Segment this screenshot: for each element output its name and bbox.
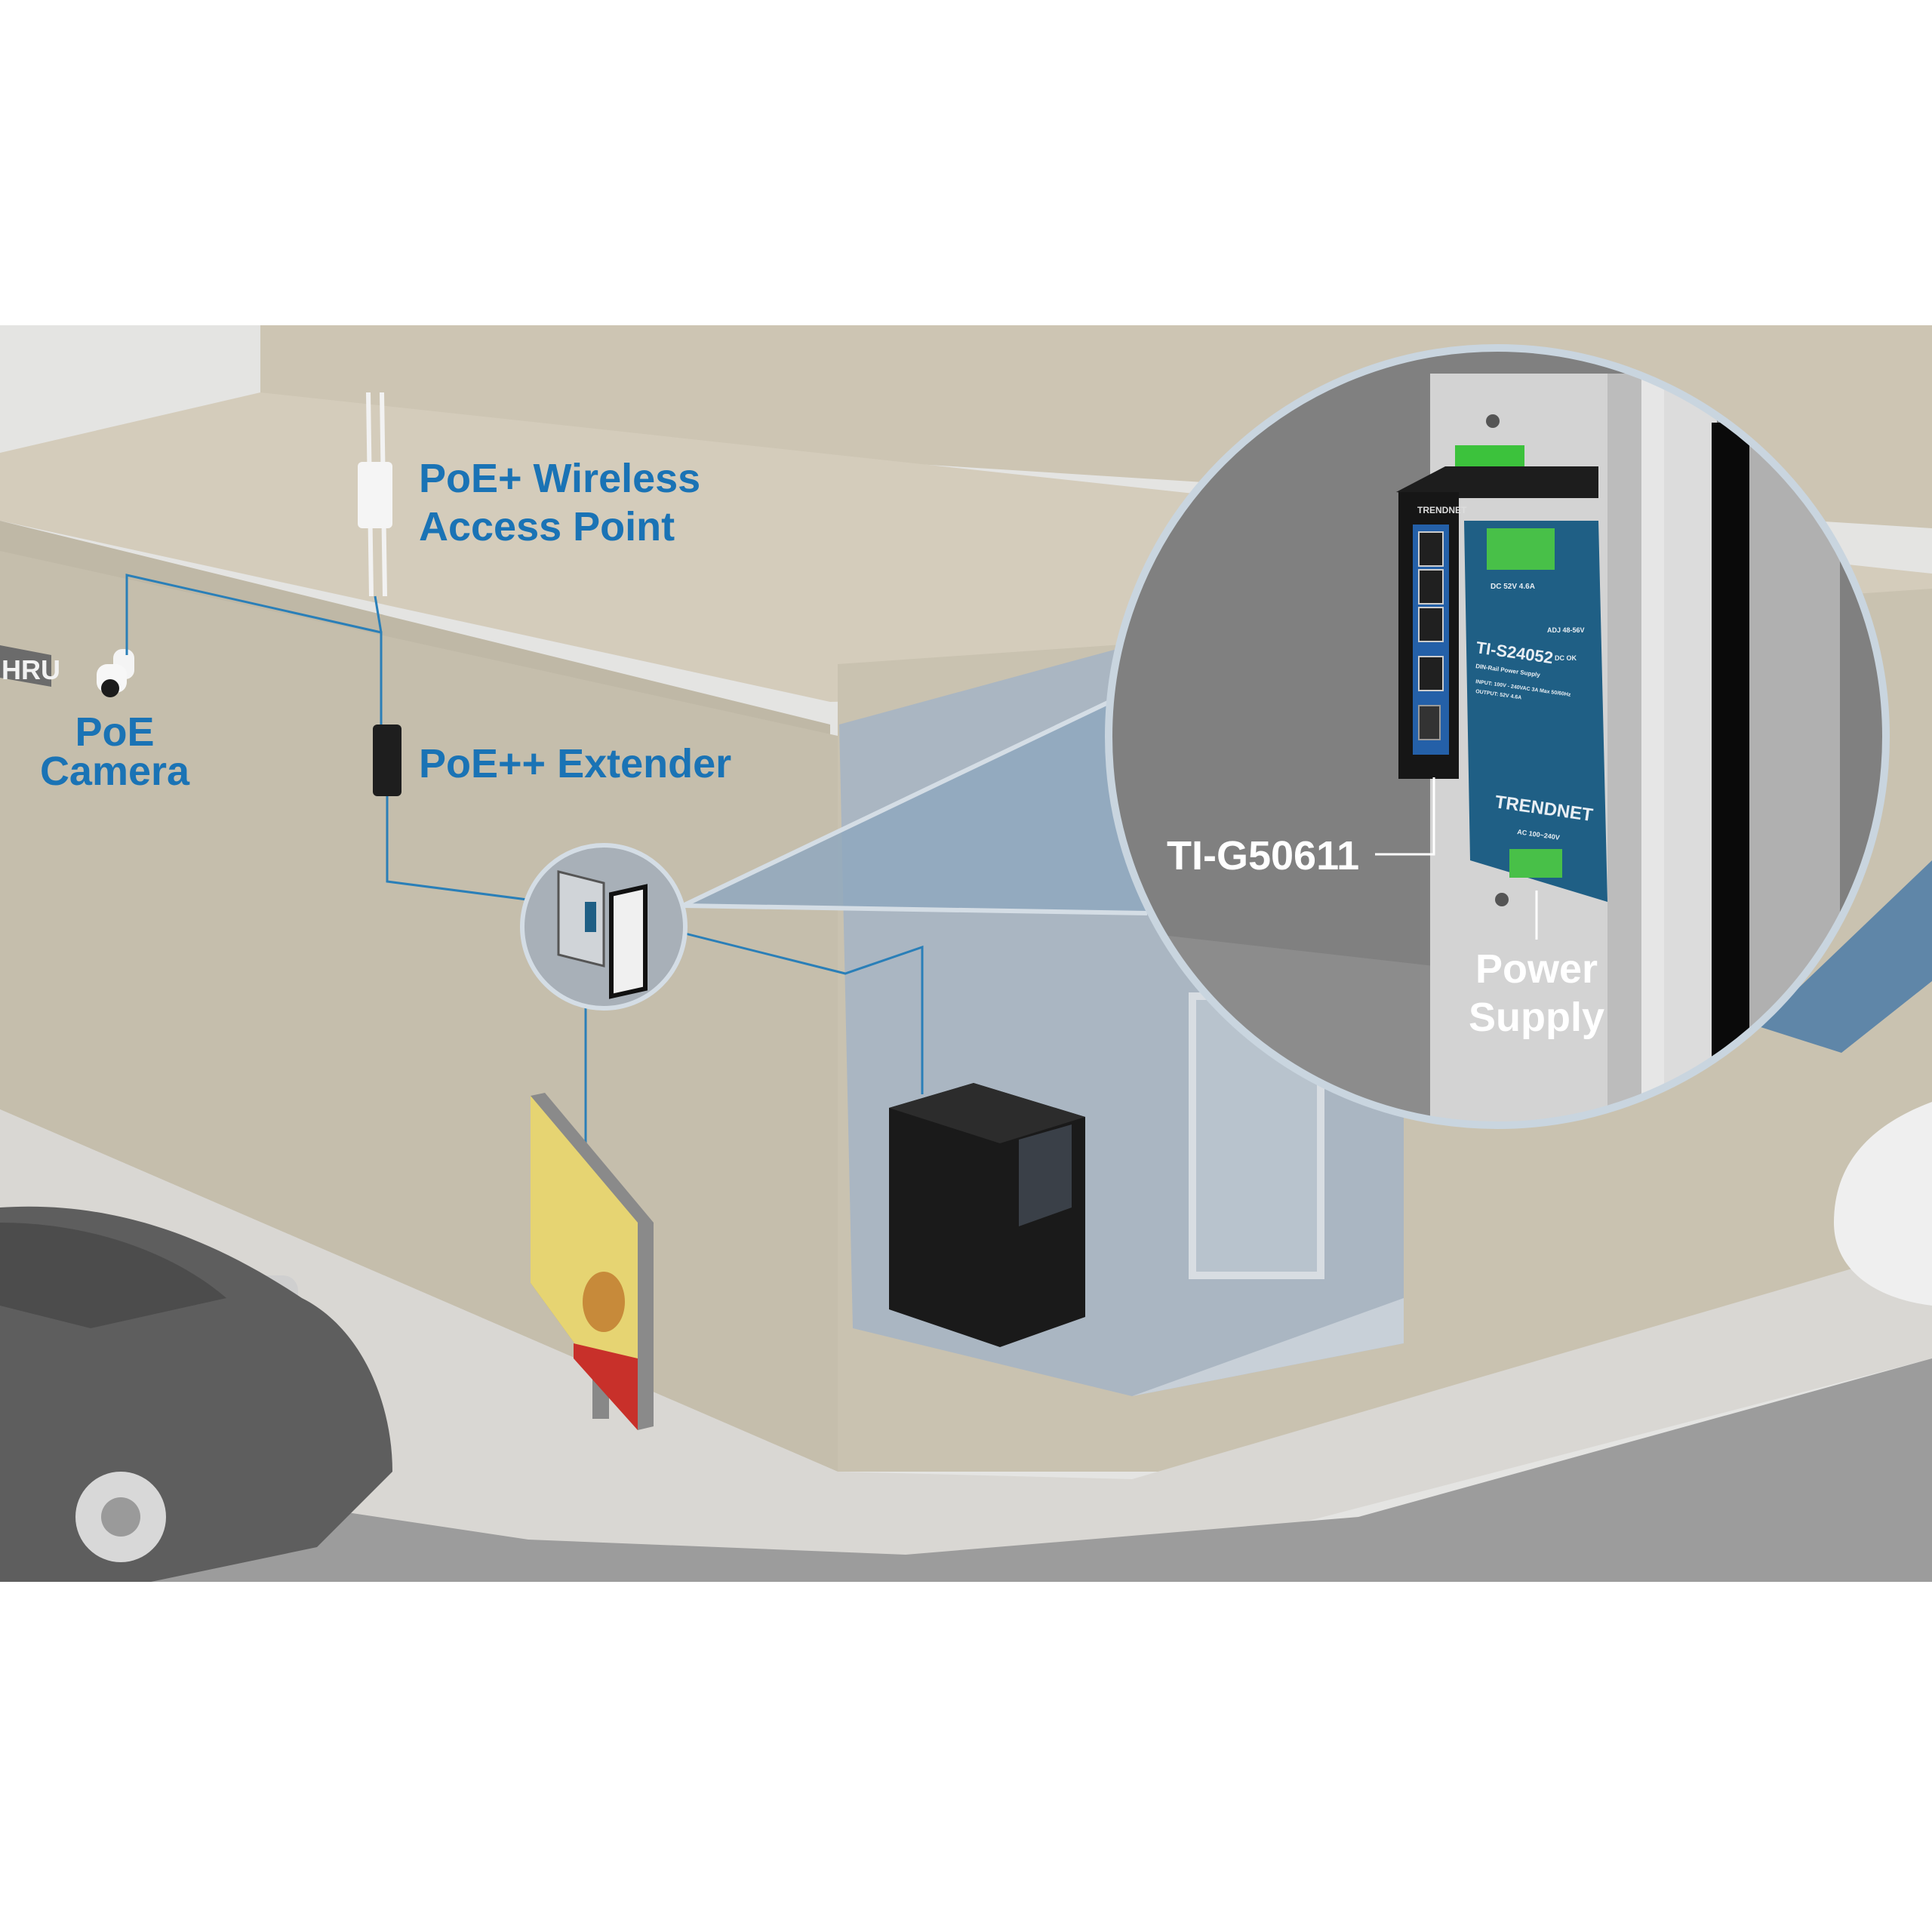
label-camera-line2: Camera — [40, 749, 190, 794]
label-switch: TI-G50611 — [1167, 833, 1359, 878]
drive-thru-sign — [0, 645, 51, 687]
poe-camera-icon — [97, 649, 134, 697]
zoom-ring — [1105, 344, 1890, 1129]
car — [0, 1206, 392, 1582]
psu-dc-ok-text: DC OK — [1555, 654, 1577, 662]
label-access-point-line1: PoE+ Wireless — [419, 456, 700, 501]
poe-extender-icon — [373, 724, 401, 796]
wireless-access-point-icon — [358, 392, 392, 597]
switch-leader-line — [1375, 777, 1435, 856]
label-extender: PoE++ Extender — [419, 741, 731, 786]
label-access-point-line2: Access Point — [419, 504, 675, 549]
power-supply-device: DC 52V 4.6A ADJ 48-56V DC OK TI-S24052 D… — [1464, 521, 1607, 902]
server-rack — [889, 1083, 1085, 1347]
psu-dc-text: DC 52V 4.6A — [1491, 583, 1535, 591]
label-power-supply-line1: Power — [1475, 946, 1598, 992]
switch-brand: TRENDNET — [1417, 505, 1467, 515]
label-camera-line1: PoE — [75, 709, 154, 755]
psu-adj-text: ADJ 48-56V — [1547, 626, 1585, 634]
network-cables — [125, 574, 924, 1147]
sign-text: HRU — [2, 654, 60, 685]
menu-board — [531, 1093, 654, 1430]
switch-device: TRENDNET — [1396, 466, 1598, 779]
enclosure-highlight — [520, 843, 688, 1011]
label-power-supply-line2: Supply — [1469, 995, 1604, 1040]
zoom-detail-circle: TRENDNET DC 52V 4.6A ADJ 48-56V DC OK TI… — [1105, 344, 1890, 1129]
car-right — [1834, 1102, 1932, 1306]
callout-cone — [683, 702, 1147, 913]
awning — [1758, 860, 1932, 1053]
